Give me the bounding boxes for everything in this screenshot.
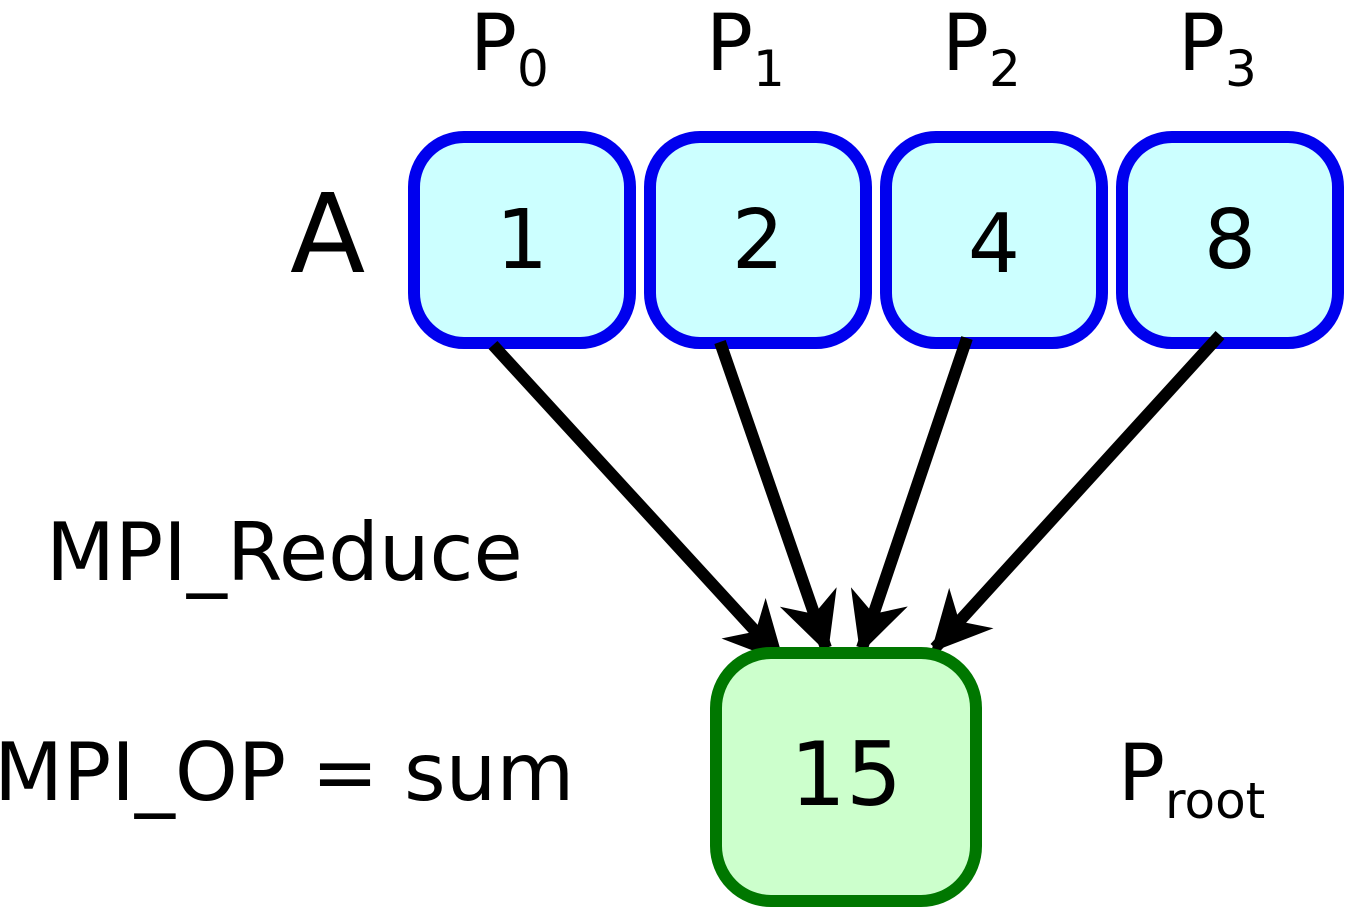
reduce-arrow-3 xyxy=(930,330,1225,653)
operation-label: MPI_Reduce xyxy=(46,506,523,599)
process-label-3: P3 xyxy=(1178,0,1257,98)
reduce-arrow-0 xyxy=(488,340,785,663)
op-type-label: MPI_OP = sum xyxy=(0,726,574,819)
value-box-3 xyxy=(1116,131,1344,349)
result-box xyxy=(710,647,982,907)
value-3: 8 xyxy=(1204,193,1256,288)
value-1: 2 xyxy=(732,193,784,288)
value-box-1 xyxy=(644,131,872,349)
process-label-0: P0 xyxy=(470,0,549,98)
value-box-2 xyxy=(880,131,1108,349)
value-0: 1 xyxy=(496,193,548,288)
reduce-arrow-1 xyxy=(714,340,837,654)
value-2: 4 xyxy=(968,197,1020,292)
result-value: 15 xyxy=(790,723,902,826)
process-label-2: P2 xyxy=(942,0,1021,98)
root-process-label: Proot xyxy=(1118,729,1265,830)
value-box-0 xyxy=(408,131,636,349)
array-label: A xyxy=(290,170,365,298)
process-label-1: P1 xyxy=(706,0,785,98)
reduce-arrow-2 xyxy=(850,336,973,654)
